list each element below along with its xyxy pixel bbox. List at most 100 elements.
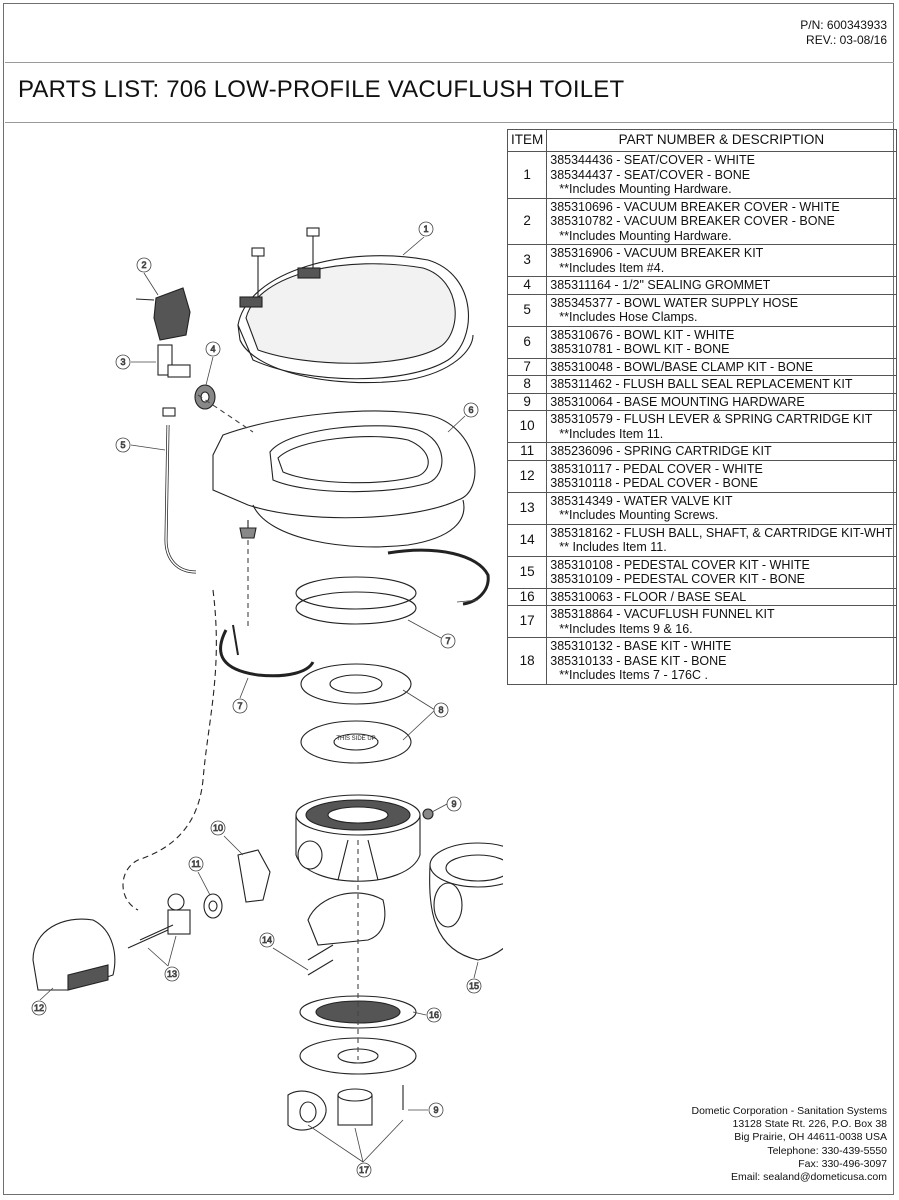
seal-label-lower: THIS SIDE UP	[336, 736, 375, 742]
item-number: 1	[506, 151, 548, 199]
part-note: **Includes Items 9 & 16.	[559, 621, 693, 636]
svg-text:14: 14	[262, 935, 272, 945]
callout-6: 6	[447, 402, 479, 433]
part-note: **Includes Items 7 - 176C .	[559, 668, 708, 682]
seat-cover-drawing	[237, 227, 474, 384]
part-note: **Includes Item #4.	[559, 260, 665, 275]
part-line: 385310108 - PEDESTAL COVER KIT - WHITE	[550, 557, 810, 572]
part-line: 385310676 - BOWL KIT - WHITE	[550, 327, 735, 342]
svg-text:5: 5	[120, 440, 125, 450]
item-number: 16	[506, 587, 548, 606]
email: Email: sealand@dometicusa.com	[731, 1171, 887, 1184]
flush-ball-cartridge-drawing	[307, 892, 386, 976]
water-hose-drawing	[164, 424, 197, 574]
callout-7b	[456, 599, 479, 603]
part-line: 385310579 - FLUSH LEVER & SPRING CARTRID…	[550, 412, 873, 426]
part-line: 385310781 - BOWL KIT - BONE	[550, 342, 730, 356]
item-number: 12	[506, 459, 548, 493]
callout-7c: 7	[232, 677, 249, 714]
part-line: 385310063 - FLOOR / BASE SEAL	[550, 589, 747, 604]
part-line: 385310117 - PEDAL COVER - WHITE	[550, 461, 763, 476]
part-note: **Includes Mounting Hardware.	[559, 228, 732, 243]
water-valve-drawing	[127, 893, 191, 949]
pedestal-cover-drawing	[429, 842, 503, 961]
svg-text:3: 3	[120, 357, 125, 367]
svg-text:4: 4	[210, 344, 215, 354]
callout-10: 10	[210, 820, 244, 856]
part-number: P/N: 600343933	[800, 18, 887, 32]
item-description: 385318162 - FLUSH BALL, SHAFT, & CARTRID…	[546, 523, 897, 557]
callout-7a: 7	[407, 619, 456, 649]
item-description: 385311462 - FLUSH BALL SEAL REPLACEMENT …	[546, 375, 897, 394]
item-description: 385345377 - BOWL WATER SUPPLY HOSE**Incl…	[546, 293, 897, 327]
item-number: 7	[506, 357, 548, 376]
clamp-drawing	[219, 548, 490, 678]
part-note: **Includes Mounting Hardware.	[559, 182, 732, 196]
part-line: 385345377 - BOWL WATER SUPPLY HOSE	[550, 295, 799, 310]
callout-15: 15	[466, 961, 482, 994]
revision: REV.: 03-08/16	[806, 33, 887, 47]
bowl-drawing	[212, 410, 476, 548]
callout-9b: 9	[408, 1102, 444, 1118]
col-item-header: ITEM	[506, 129, 548, 152]
part-note: **Includes Mounting Screws.	[559, 508, 719, 522]
fax: Fax: 330-496-3097	[798, 1157, 887, 1170]
svg-text:12: 12	[34, 1003, 44, 1013]
callout-5: 5	[115, 437, 166, 453]
part-line: 385310064 - BASE MOUNTING HARDWARE	[550, 394, 805, 409]
callout-2: 2	[136, 257, 159, 296]
item-number: 3	[506, 244, 548, 277]
part-line: 385310132 - BASE KIT - WHITE	[550, 639, 732, 653]
item-number: 13	[506, 491, 548, 525]
part-line: 385316906 - VACUUM BREAKER KIT	[550, 246, 764, 260]
part-line: 385344437 - SEAT/COVER - BONE	[550, 167, 751, 182]
callout-11: 11	[188, 856, 211, 896]
item-description: 385236096 - SPRING CARTRIDGE KIT	[546, 442, 897, 461]
svg-text:7: 7	[445, 636, 450, 646]
item-number: 17	[506, 605, 548, 638]
item-description: 385310048 - BOWL/BASE CLAMP KIT - BONE	[546, 357, 897, 376]
part-line: 385310133 - BASE KIT - BONE	[550, 653, 727, 668]
address-line-1: 13128 State Rt. 226, P.O. Box 38	[732, 1118, 888, 1131]
part-note: **Includes Item 11.	[559, 426, 664, 441]
address-line-2: Big Prairie, OH 44611-0038 USA	[734, 1131, 887, 1144]
flush-lever-drawing	[203, 849, 271, 919]
vacuum-breaker-drawing	[135, 287, 216, 417]
item-number: 18	[506, 637, 548, 685]
company-name: Dometic Corporation - Sanitation Systems	[691, 1105, 888, 1117]
svg-text:17: 17	[359, 1165, 369, 1175]
page-title: PARTS LIST: 706 LOW-PROFILE VACUFLUSH TO…	[18, 76, 625, 103]
header-rule-top	[5, 62, 894, 63]
base-drawing	[295, 794, 421, 882]
callout-3: 3	[115, 354, 156, 370]
item-number: 2	[506, 197, 548, 245]
item-number: 6	[506, 325, 548, 359]
part-line: 385310782 - VACUUM BREAKER COVER - BONE	[550, 214, 835, 228]
callout-17: 17	[307, 1119, 404, 1178]
part-line: 385236096 - SPRING CARTRIDGE KIT	[550, 444, 772, 458]
svg-text:8: 8	[438, 705, 443, 715]
item-description: 385310063 - FLOOR / BASE SEAL	[546, 587, 897, 606]
item-description: 385318864 - VACUFLUSH FUNNEL KIT**Includ…	[546, 605, 897, 638]
part-line: 385318864 - VACUFLUSH FUNNEL KIT	[550, 607, 775, 621]
floor-seal-drawing	[299, 995, 417, 1075]
part-line: 385318162 - FLUSH BALL, SHAFT, & CARTRID…	[550, 525, 893, 540]
item-number: 4	[506, 276, 548, 295]
pedal-cover-drawing	[32, 918, 116, 991]
